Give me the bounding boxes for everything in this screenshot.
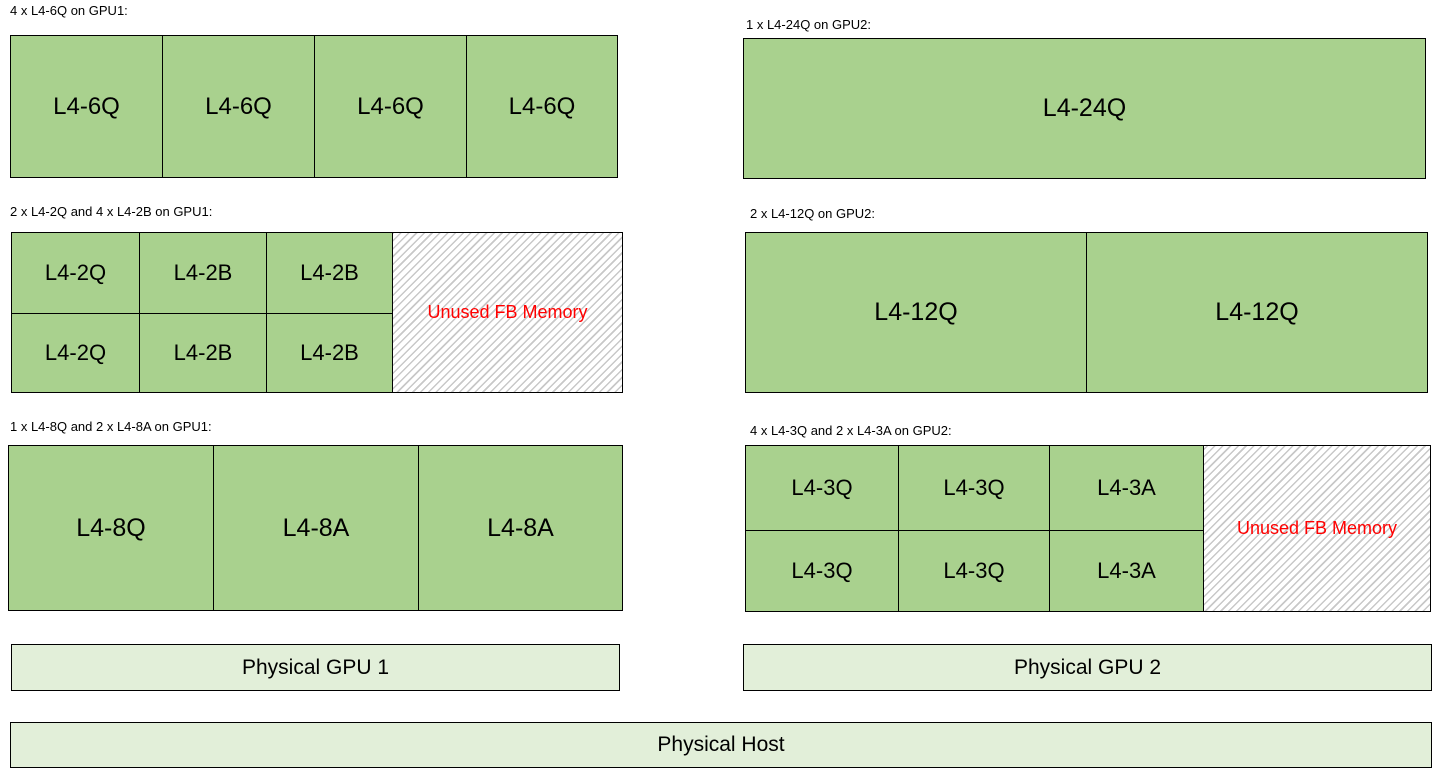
physical-gpu-2: Physical GPU 2 xyxy=(743,644,1432,691)
gpu2-config3-caption: 4 x L4-3Q and 2 x L4-3A on GPU2: xyxy=(750,423,952,438)
gpu1-config2-box: L4-2Q L4-2B L4-2B L4-2Q L4-2B L4-2B xyxy=(11,232,393,393)
vgpu-profile-cell: L4-6Q xyxy=(466,36,617,177)
gpu1-config3-caption: 1 x L4-8Q and 2 x L4-8A on GPU1: xyxy=(10,419,212,434)
vgpu-profile-cell: L4-2B xyxy=(139,233,266,313)
gpu2-config3-box: L4-3Q L4-3Q L4-3A L4-3Q L4-3Q L4-3A xyxy=(745,445,1204,612)
vgpu-profile-cell: L4-8Q xyxy=(9,446,213,610)
vgpu-profile-cell: L4-6Q xyxy=(314,36,466,177)
vgpu-profile-cell: L4-12Q xyxy=(746,233,1086,392)
vgpu-profile-cell: L4-3A xyxy=(1049,530,1203,611)
gpu2-config2-caption: 2 x L4-12Q on GPU2: xyxy=(750,206,876,221)
vgpu-profile-cell: L4-2Q xyxy=(12,313,139,392)
vgpu-profile-cell: L4-8A xyxy=(213,446,418,610)
vgpu-profile-cell: L4-3Q xyxy=(898,530,1049,611)
vgpu-profile-cell: L4-24Q xyxy=(744,39,1425,178)
vgpu-profile-cell: L4-6Q xyxy=(162,36,314,177)
gpu2-config1-box: L4-24Q xyxy=(743,38,1426,179)
vgpu-profile-cell: L4-3Q xyxy=(746,446,898,530)
gpu1-config1-box: L4-6Q L4-6Q L4-6Q L4-6Q xyxy=(10,35,618,178)
vgpu-profile-cell: L4-3Q xyxy=(746,530,898,611)
gpu1-config3-box: L4-8Q L4-8A L4-8A xyxy=(8,445,623,611)
unused-fb-memory-label: Unused FB Memory xyxy=(1236,518,1398,538)
vgpu-profile-cell: L4-2B xyxy=(266,233,392,313)
gpu2-unused-fb-memory: Unused FB Memory xyxy=(1203,445,1431,612)
gpu2-config1-caption: 1 x L4-24Q on GPU2: xyxy=(746,17,872,32)
vgpu-profile-cell: L4-3A xyxy=(1049,446,1203,530)
physical-host: Physical Host xyxy=(10,722,1432,768)
vgpu-profile-cell: L4-8A xyxy=(418,446,622,610)
physical-gpu-1: Physical GPU 1 xyxy=(11,644,620,691)
vgpu-profile-cell: L4-6Q xyxy=(11,36,162,177)
vgpu-profile-cell: L4-3Q xyxy=(898,446,1049,530)
gpu1-config1-caption: 4 x L4-6Q on GPU1: xyxy=(10,3,128,18)
vgpu-profile-cell: L4-2Q xyxy=(12,233,139,313)
unused-fb-memory-label: Unused FB Memory xyxy=(427,302,588,322)
vgpu-profile-cell: L4-12Q xyxy=(1086,233,1427,392)
gpu1-unused-fb-memory: Unused FB Memory xyxy=(392,232,623,393)
gpu1-config2-caption: 2 x L4-2Q and 4 x L4-2B on GPU1: xyxy=(10,204,213,219)
vgpu-profile-cell: L4-2B xyxy=(266,313,392,392)
gpu2-config2-box: L4-12Q L4-12Q xyxy=(745,232,1428,393)
vgpu-profile-cell: L4-2B xyxy=(139,313,266,392)
